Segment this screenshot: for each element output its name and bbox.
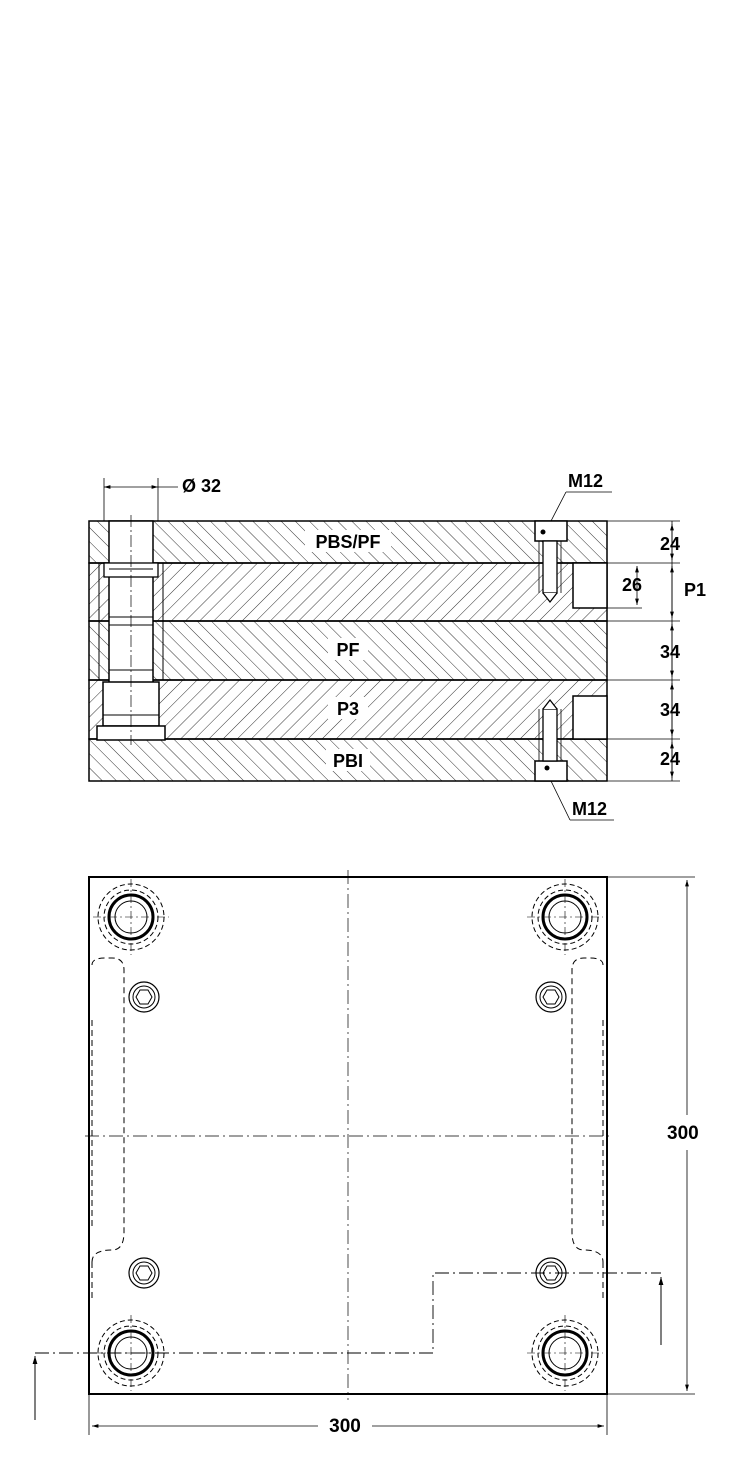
dim-24-bottom: 24: [660, 749, 680, 769]
plate-p1: [88, 562, 608, 622]
dim-34-lower: 34: [660, 700, 680, 720]
bottom-screw: [534, 698, 568, 782]
plate-label-middle: PF: [328, 638, 368, 660]
pillar-bore-top-right: [527, 879, 603, 955]
hidden-edge-right: [571, 957, 604, 1263]
height-dimensions: 24 26 P1 34 34 24: [607, 520, 706, 782]
screw-head-bottom-left: [128, 1257, 160, 1289]
thread-callout-bottom: M12: [550, 780, 614, 821]
width-label: 300: [329, 1416, 361, 1437]
plan-view: 300 300: [32, 870, 699, 1437]
overall-height-dimension: 300: [607, 876, 699, 1395]
diameter-dimension: Ø 32: [103, 476, 221, 521]
dim-34-upper: 34: [660, 642, 680, 662]
dim-p1: P1: [684, 580, 706, 600]
hidden-edge-left: [91, 957, 125, 1263]
screw-head-top-left: [128, 981, 160, 1013]
dim-26: 26: [622, 575, 642, 595]
svg-text:M12: M12: [572, 799, 607, 819]
pocket-p3: [572, 695, 608, 740]
pocket-p1: [572, 562, 608, 609]
top-screw: [534, 520, 568, 604]
thread-callout-top: M12: [550, 471, 612, 522]
dim-24-top: 24: [660, 534, 680, 554]
overall-width-dimension: 300: [88, 1394, 608, 1437]
svg-text:PF: PF: [336, 640, 359, 660]
plate-label-bottom: PBI: [326, 749, 370, 771]
diameter-label: Ø 32: [182, 476, 221, 496]
height-label: 300: [667, 1123, 699, 1144]
plate-label-top: PBS/PF: [305, 530, 391, 552]
svg-text:PBI: PBI: [333, 751, 363, 771]
plate-label-lower: P3: [328, 697, 368, 719]
section-view: PBS/PF PF P3 PBI Ø 32 M12: [88, 471, 706, 821]
svg-text:PBS/PF: PBS/PF: [315, 532, 380, 552]
svg-text:P3: P3: [337, 699, 359, 719]
svg-text:M12: M12: [568, 471, 603, 491]
guide-pillar: [96, 515, 166, 745]
pillar-bore-top-left: [93, 879, 169, 955]
screw-head-top-right: [535, 981, 567, 1013]
section-cut-line: [32, 1272, 664, 1420]
pillar-bore-bottom-right: [527, 1315, 603, 1391]
